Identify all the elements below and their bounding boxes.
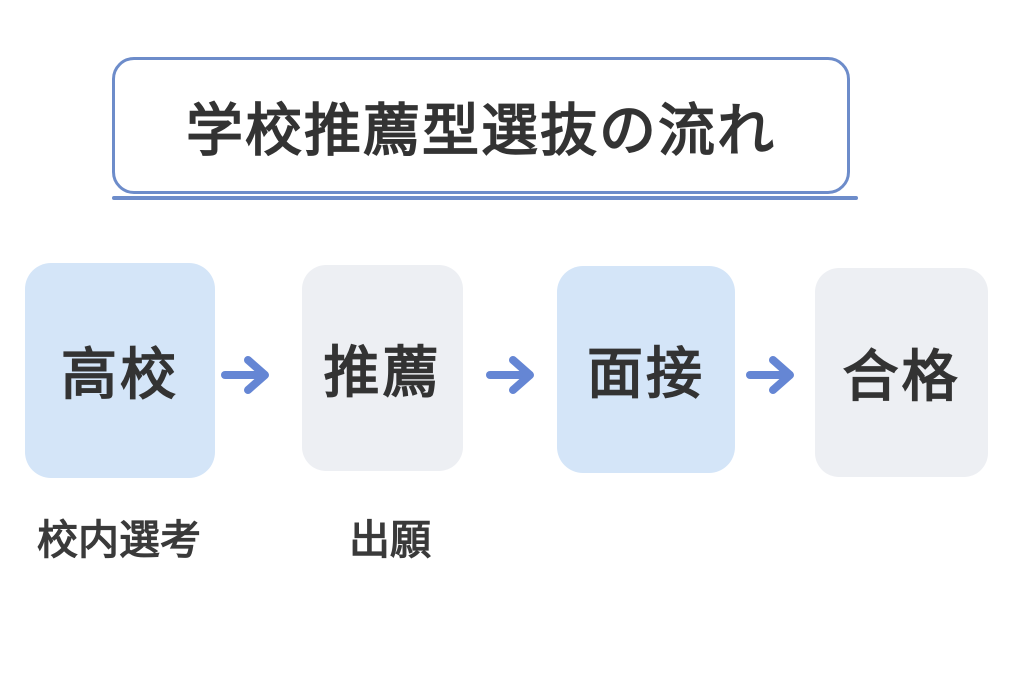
title-box: 学校推薦型選抜の流れ <box>112 57 850 194</box>
arrow-right-icon <box>744 353 802 397</box>
page-title: 学校推薦型選抜の流れ <box>186 98 776 163</box>
step-label: 推薦 <box>323 340 442 404</box>
step-label: 高校 <box>61 343 179 406</box>
sublabel-internal-selection: 校内選考 <box>37 517 201 563</box>
title-underline <box>112 196 858 200</box>
arrow-right-icon <box>219 353 277 397</box>
flow-step-highschool: 高校 <box>25 263 215 478</box>
arrow-right-icon <box>484 353 542 397</box>
flow-step-recommendation: 推薦 <box>302 265 463 471</box>
flow-step-interview: 面接 <box>557 266 735 473</box>
flow-step-pass: 合格 <box>815 268 988 477</box>
step-label: 合格 <box>842 345 961 408</box>
sublabel-application: 出願 <box>349 517 431 563</box>
step-label: 面接 <box>587 342 705 405</box>
